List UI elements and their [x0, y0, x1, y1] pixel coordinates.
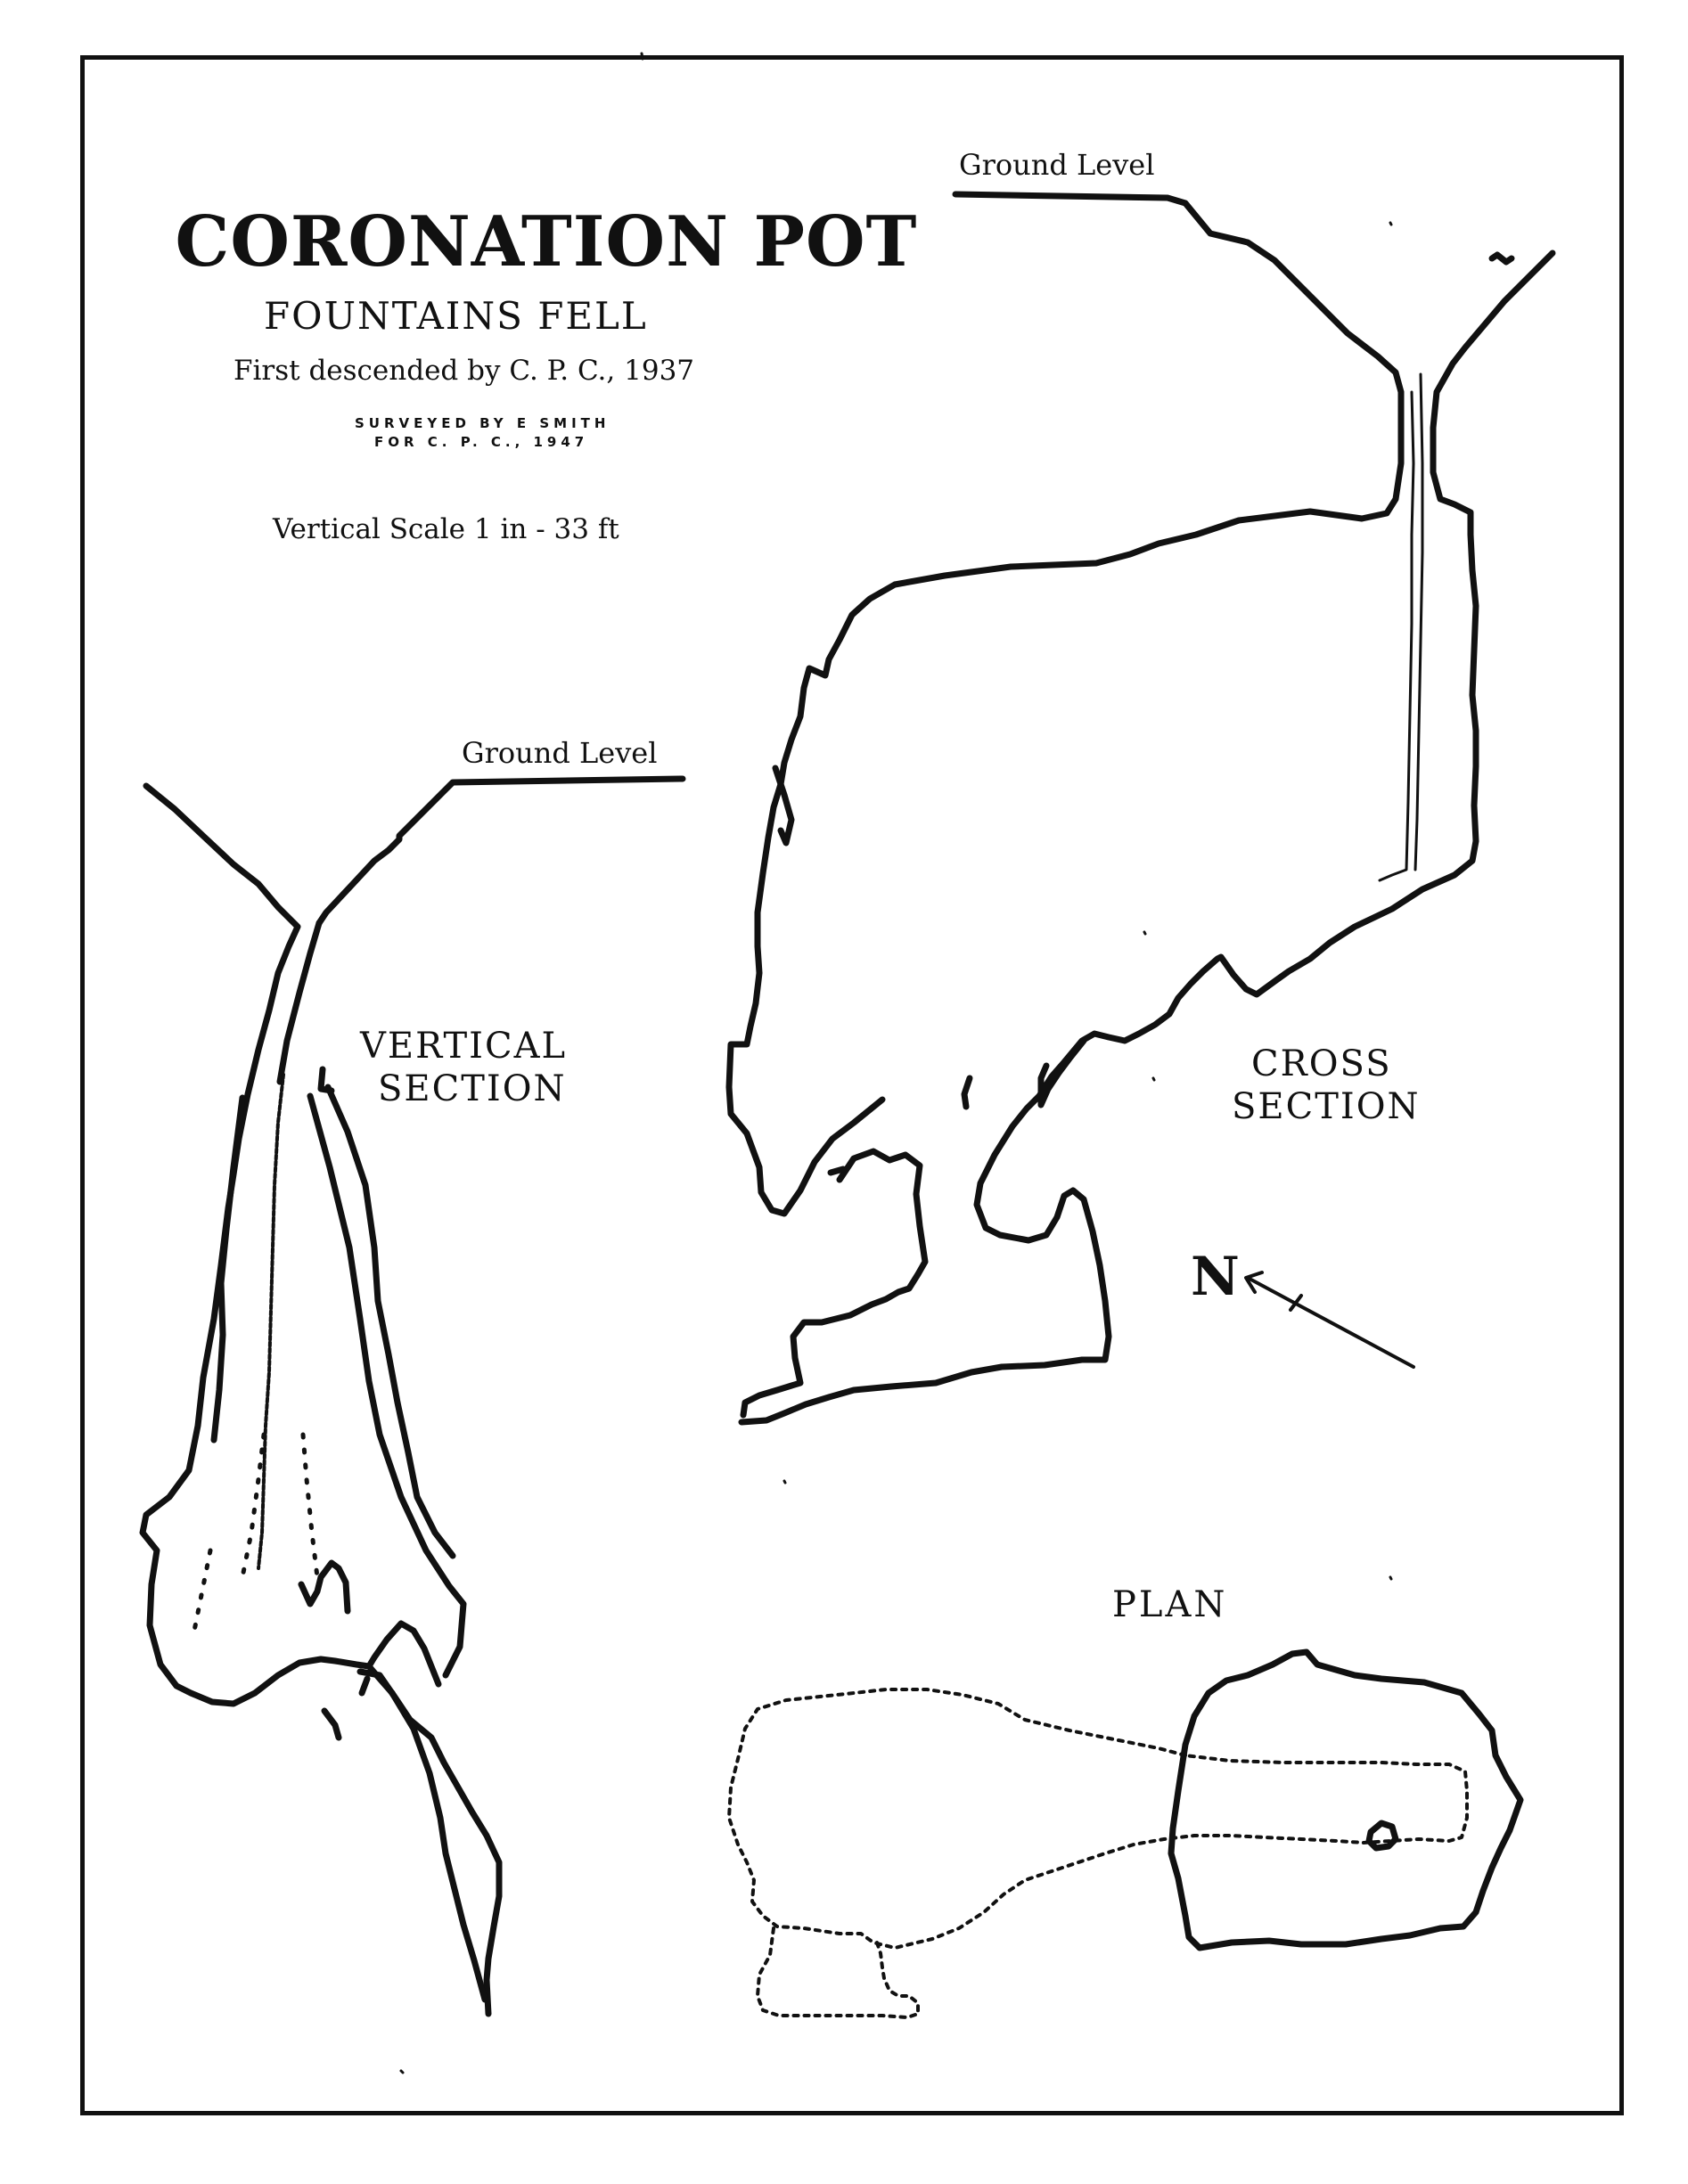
first-descended-note: First descended by C. P. C., 1937 — [234, 355, 695, 387]
vertical-section-right-wall — [276, 920, 323, 1085]
vertical-section-lower-passage — [356, 1668, 503, 2017]
cross-section-drawing — [725, 191, 1556, 1426]
page-subtitle: FOUNTAINS FELL — [264, 294, 648, 338]
plan-drawing — [727, 1648, 1524, 2019]
vertical-section-rope — [257, 1073, 285, 1570]
vertical-section-dots-lower — [192, 1548, 213, 1633]
cross-section-overhang — [1037, 1037, 1087, 1108]
north-arrow — [1244, 1271, 1415, 1369]
plan-passage-outline — [727, 1688, 1469, 1950]
surveyed-by-line-1: SURVEYED BY E SMITH — [355, 415, 610, 431]
cross-section-wall-stub — [961, 1075, 973, 1110]
vertical-section-ground-level-line — [315, 775, 686, 927]
vertical-section-inner-right — [307, 1092, 467, 1679]
vertical-section-boulder-2 — [365, 1620, 442, 1688]
vertical-section-boulder-1 — [298, 1559, 351, 1615]
plan-label: PLAN — [1112, 1584, 1228, 1625]
vertical-section-inner-left — [210, 1094, 246, 1444]
vertical-section-label-line-2: SECTION — [378, 1068, 567, 1109]
vertical-section-outer-right — [324, 1084, 456, 1559]
vertical-section-lower-passage-left — [389, 1689, 488, 2003]
vertical-scale-note: Vertical Scale 1 in - 33 ft — [273, 513, 619, 545]
cross-section-inner-ledge — [740, 1148, 929, 1419]
cross-section-label-line-2: SECTION — [1232, 1086, 1421, 1127]
paper-specks — [399, 52, 1393, 2074]
vertical-section-drawing — [139, 775, 686, 2017]
north-arrow-shaft — [1246, 1276, 1415, 1369]
cross-section-shaft-rope-2 — [1413, 372, 1424, 871]
vertical-section-crack — [321, 1707, 342, 1741]
vertical-section-dots-right — [300, 1432, 320, 1580]
cross-section-fin — [772, 765, 795, 847]
vertical-section-notch — [317, 1066, 335, 1094]
surveyed-by-line-2: FOR C. P. C., 1947 — [374, 434, 589, 450]
north-arrow-tick — [1289, 1294, 1303, 1312]
vertical-section-label-line-1: VERTICAL — [360, 1026, 568, 1067]
cross-section-lower-floor — [738, 249, 1556, 1426]
plan-shaft-marker — [1365, 1820, 1399, 1852]
plan-chamber-outline — [1168, 1648, 1524, 1951]
cross-section-upper-notch — [1488, 251, 1515, 266]
vertical-section-stub — [358, 1675, 371, 1697]
cross-section-ground-level-label: Ground Level — [959, 148, 1155, 182]
cross-section-shaft-left-wall — [725, 389, 1405, 1217]
map-border — [80, 55, 1624, 2115]
cross-section-label-line-1: CROSS — [1251, 1043, 1392, 1084]
vertical-section-dots-left — [240, 1432, 266, 1580]
vertical-section-ground-level-label: Ground Level — [462, 736, 658, 770]
page-title: CORONATION POT — [175, 201, 918, 282]
cross-section-inner-shelf — [827, 1166, 847, 1176]
plan-lower-lobe — [756, 1926, 920, 2019]
cross-section-ground-level-line — [952, 191, 1405, 396]
north-label: N — [1191, 1246, 1240, 1308]
vertical-section-left-wall — [139, 782, 396, 1707]
north-arrow-head — [1244, 1271, 1264, 1294]
cross-section-shaft-rope — [1378, 390, 1415, 882]
